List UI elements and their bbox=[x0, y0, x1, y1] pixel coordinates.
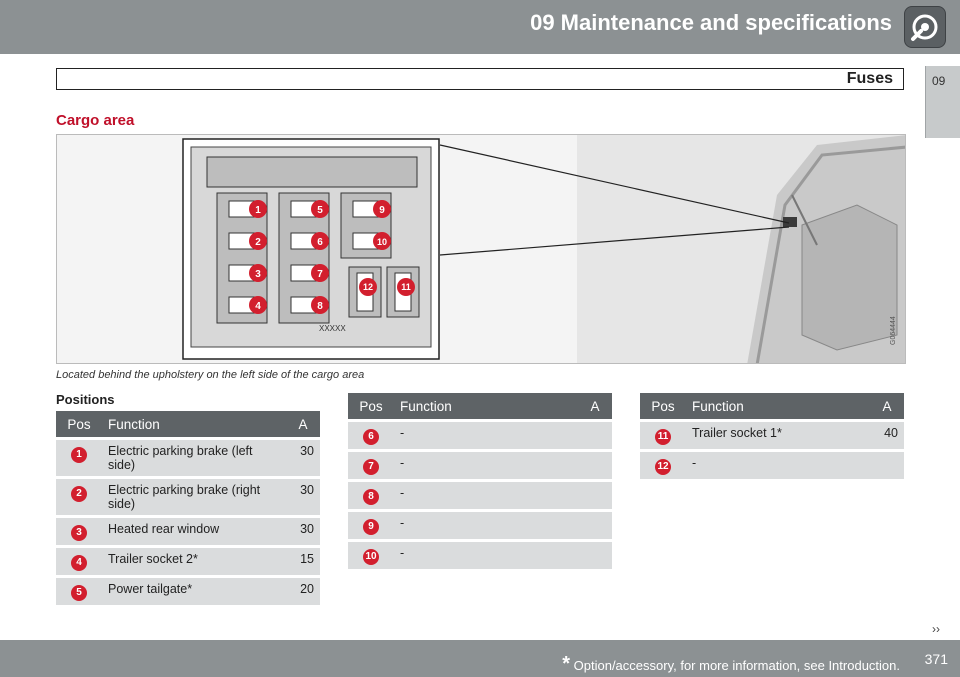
pos-badge: 5 bbox=[71, 585, 87, 601]
figure-caption: Located behind the upholstery on the lef… bbox=[56, 369, 365, 381]
footer-bar: * Option/accessory, for more information… bbox=[0, 640, 960, 677]
fuse-marker-2: 2 bbox=[255, 237, 261, 248]
col-amp: A bbox=[286, 411, 320, 439]
fuse-box-illustration: G064444 XXXXX bbox=[56, 134, 906, 364]
fuse-table-1: Pos Function A 1 Electric parking brake … bbox=[56, 411, 320, 605]
amp-cell: 20 bbox=[286, 575, 320, 605]
table-header-row: Pos Function A bbox=[640, 393, 904, 421]
section-title-box: Fuses bbox=[56, 68, 904, 90]
function-cell: - bbox=[394, 539, 578, 569]
amp-cell bbox=[578, 449, 612, 481]
col-pos: Pos bbox=[56, 411, 102, 439]
col-function: Function bbox=[102, 411, 286, 439]
fuse-marker-10: 10 bbox=[377, 237, 387, 247]
pos-badge: 12 bbox=[655, 459, 671, 475]
table-row: 3 Heated rear window 30 bbox=[56, 515, 320, 547]
page-number: 371 bbox=[924, 651, 948, 667]
function-cell: - bbox=[394, 479, 578, 511]
amp-cell: 15 bbox=[286, 545, 320, 577]
col-function: Function bbox=[686, 393, 870, 421]
function-cell: Trailer socket 2* bbox=[102, 545, 286, 577]
function-cell: - bbox=[394, 419, 578, 451]
pos-badge: 8 bbox=[363, 489, 379, 505]
function-cell: Electric parking brake (right side) bbox=[102, 476, 286, 517]
amp-cell: 30 bbox=[286, 437, 320, 478]
header-bar: 09 Maintenance and specifications bbox=[0, 0, 960, 54]
pos-badge: 4 bbox=[71, 555, 87, 571]
pos-badge: 10 bbox=[363, 549, 379, 565]
function-cell: - bbox=[394, 449, 578, 481]
fuse-marker-12: 12 bbox=[363, 282, 373, 292]
pos-badge: 3 bbox=[71, 525, 87, 541]
footnote-star: * bbox=[562, 653, 571, 675]
fuse-marker-3: 3 bbox=[255, 269, 261, 280]
pos-badge: 6 bbox=[363, 429, 379, 445]
table-row: 1 Electric parking brake (left side) 30 bbox=[56, 437, 320, 478]
amp-cell bbox=[870, 449, 904, 479]
function-cell: - bbox=[686, 449, 870, 479]
function-cell: Heated rear window bbox=[102, 515, 286, 547]
col-pos: Pos bbox=[640, 393, 686, 421]
fuse-marker-8: 8 bbox=[317, 301, 323, 312]
amp-cell bbox=[578, 419, 612, 451]
table-row: 6 - bbox=[348, 419, 612, 451]
fuse-marker-9: 9 bbox=[379, 205, 385, 216]
fuse-table-3: Pos Function A 11 Trailer socket 1* 40 1… bbox=[640, 393, 904, 479]
image-code: G064444 bbox=[890, 316, 897, 345]
table-header-row: Pos Function A bbox=[348, 393, 612, 421]
amp-cell bbox=[578, 479, 612, 511]
function-cell: Electric parking brake (left side) bbox=[102, 437, 286, 478]
wrench-gear-icon bbox=[904, 6, 946, 48]
footer-note-wrap: * Option/accessory, for more information… bbox=[562, 653, 900, 676]
table-row: 7 - bbox=[348, 449, 612, 481]
function-cell: - bbox=[394, 509, 578, 541]
table-header-row: Pos Function A bbox=[56, 411, 320, 439]
col-amp: A bbox=[870, 393, 904, 421]
fuse-marker-11: 11 bbox=[401, 282, 411, 292]
col-function: Function bbox=[394, 393, 578, 421]
chapter-number: 09 bbox=[932, 74, 946, 88]
function-cell: Power tailgate* bbox=[102, 575, 286, 605]
function-cell: Trailer socket 1* bbox=[686, 419, 870, 451]
fuse-marker-5: 5 bbox=[317, 205, 323, 216]
pos-badge: 2 bbox=[71, 486, 87, 502]
table-row: 9 - bbox=[348, 509, 612, 541]
fuse-marker-7: 7 bbox=[317, 269, 323, 280]
section-title: Fuses bbox=[846, 70, 893, 87]
table-row: 10 - bbox=[348, 539, 612, 569]
pos-badge: 1 bbox=[71, 447, 87, 463]
pos-badge: 7 bbox=[363, 459, 379, 475]
double-chevron-right-icon[interactable]: ›› bbox=[932, 622, 940, 636]
amp-cell bbox=[578, 509, 612, 541]
table-row: 4 Trailer socket 2* 15 bbox=[56, 545, 320, 577]
amp-cell: 30 bbox=[286, 515, 320, 547]
table-row: 11 Trailer socket 1* 40 bbox=[640, 419, 904, 451]
fuse-marker-4: 4 bbox=[255, 301, 261, 312]
fuse-table-2: Pos Function A 6 - 7 - 8 - 9 - 10 - bbox=[348, 393, 612, 569]
amp-cell: 30 bbox=[286, 476, 320, 517]
col-amp: A bbox=[578, 393, 612, 421]
fuse-marker-6: 6 bbox=[317, 237, 323, 248]
pos-badge: 9 bbox=[363, 519, 379, 535]
footer-note: Option/accessory, for more information, … bbox=[573, 658, 900, 673]
amp-cell: 40 bbox=[870, 419, 904, 451]
cargo-area-heading: Cargo area bbox=[56, 112, 135, 129]
fuse-marker-1: 1 bbox=[255, 205, 261, 216]
amp-cell bbox=[578, 539, 612, 569]
pos-badge: 11 bbox=[655, 429, 671, 445]
positions-label: Positions bbox=[56, 392, 115, 407]
col-pos: Pos bbox=[348, 393, 394, 421]
table-row: 12 - bbox=[640, 449, 904, 479]
table-row: 5 Power tailgate* 20 bbox=[56, 575, 320, 605]
table-row: 2 Electric parking brake (right side) 30 bbox=[56, 476, 320, 517]
page-title: 09 Maintenance and specifications bbox=[530, 10, 892, 35]
table-row: 8 - bbox=[348, 479, 612, 511]
chapter-tab[interactable]: 09 bbox=[925, 66, 960, 138]
fuse-box-label: XXXXX bbox=[319, 324, 346, 333]
